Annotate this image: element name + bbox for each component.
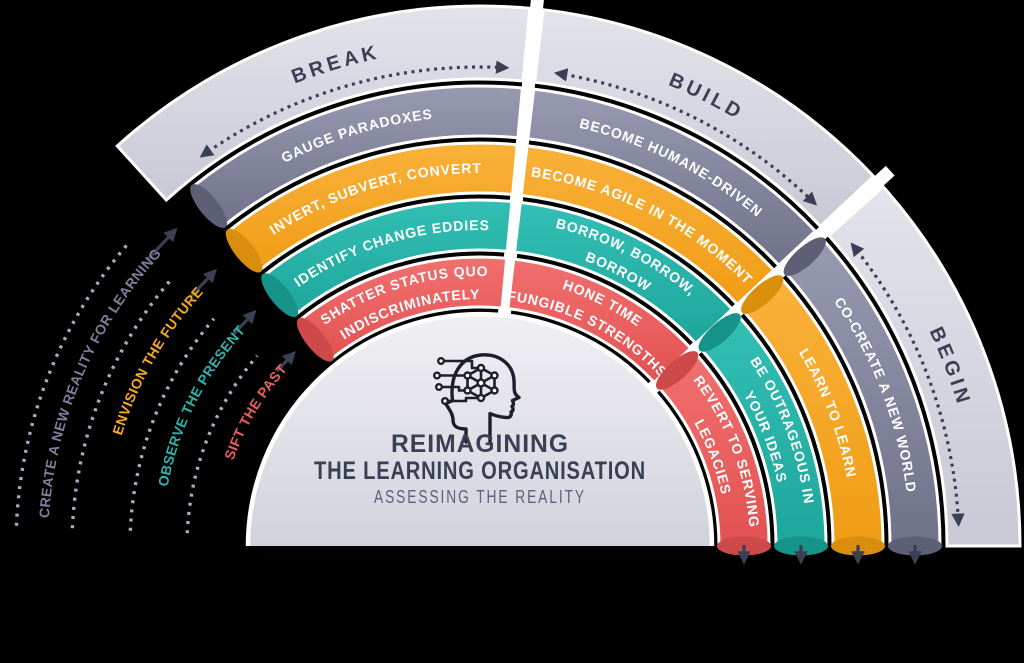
head-circuit-icon <box>432 353 521 444</box>
node <box>490 386 499 395</box>
guide-arrow-3 <box>146 227 178 261</box>
arc-break-orange <box>226 141 519 273</box>
arc-break-red <box>297 255 509 362</box>
cap-break-gray <box>190 184 228 228</box>
section-divider <box>497 0 544 322</box>
node <box>476 363 486 373</box>
trace-dot <box>440 397 449 406</box>
head-outline <box>443 353 521 444</box>
trace-dot <box>436 356 445 365</box>
guide-arrow-0 <box>275 350 297 373</box>
generated-fan-layers: SHATTER STATUS QUOINDISCRIMINATELYIDENTI… <box>14 0 1022 565</box>
node <box>490 371 499 380</box>
cap-begin-gray <box>783 237 826 276</box>
node <box>463 386 472 395</box>
break-dotted-arrow-arc <box>199 60 510 158</box>
center-dome-content: REIMAGINING THE LEARNING ORGANISATION AS… <box>314 353 646 507</box>
guide-arrow-2 <box>189 268 217 298</box>
title-line2: THE LEARNING ORGANISATION <box>314 457 646 485</box>
arc-break-teal <box>262 198 514 317</box>
guide-arc-1 <box>128 317 216 531</box>
node <box>476 378 486 388</box>
cap-begin-teal <box>698 313 741 352</box>
center-dome <box>245 311 715 547</box>
arc-build-red <box>506 257 693 385</box>
subtitle: ASSESSING THE REALITY <box>374 487 586 507</box>
title-line1: REIMAGINING <box>391 430 569 458</box>
begin-dotted-arrow-arc <box>850 242 965 527</box>
node <box>463 371 472 380</box>
guide-arc-3 <box>14 243 129 526</box>
node <box>476 393 486 403</box>
guide-arrow-1 <box>232 309 257 336</box>
cap-begin-red <box>655 351 699 390</box>
trace-dot <box>432 371 441 380</box>
circuit-traces <box>438 359 483 403</box>
cap-break-teal <box>261 273 299 318</box>
guide-label-1: OBSERVE THE PRESENT <box>155 322 248 488</box>
cap-break-red <box>296 317 334 362</box>
trace-dot <box>434 383 443 392</box>
build-dotted-arrow-arc <box>553 68 818 206</box>
cap-begin-orange <box>741 275 784 314</box>
cap-break-orange <box>225 228 263 273</box>
